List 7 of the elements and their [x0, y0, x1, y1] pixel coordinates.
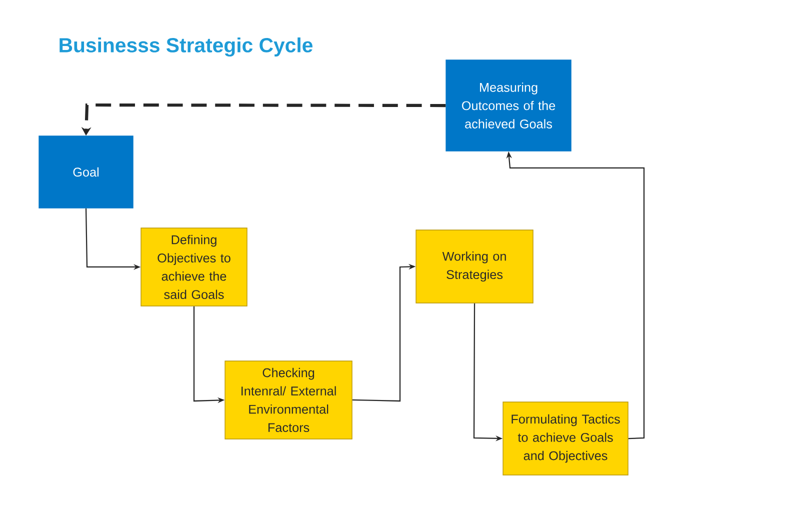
process-box: Checking Intenral/ External Environmental Factors [224, 360, 352, 440]
process-box: Goal [38, 136, 134, 208]
process-box: Defining Objectives to achieve the said Goals [140, 228, 248, 306]
title: Businesss Strategic Cycle [60, 37, 312, 57]
process-box: Working on Strategies [416, 230, 534, 304]
process-box: Measuring Outcomes of the achieved Goals [446, 60, 572, 152]
process-box: Formulating Tactics to achieve Goals and Objectives [502, 402, 628, 476]
